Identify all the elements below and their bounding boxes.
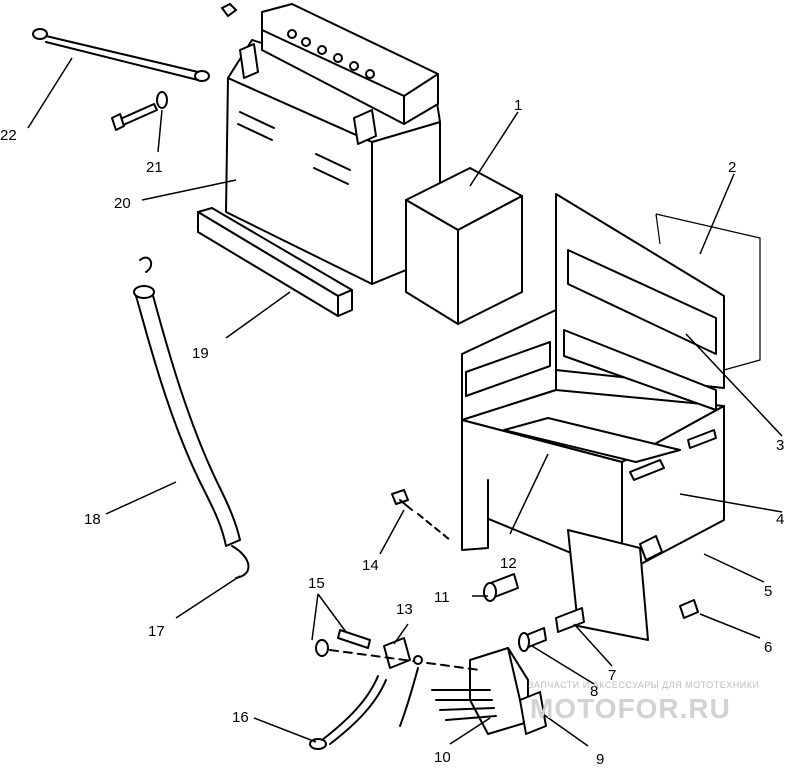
callouts: 1 2 3 4 5 6 7 8 9 10 11 12 13 14 15 16 1… — [0, 97, 784, 768]
callout-16: 16 — [232, 709, 249, 726]
callout-2: 2 — [728, 159, 736, 176]
hardware — [391, 489, 699, 652]
insulator-sheet — [655, 213, 761, 371]
callout-13: 13 — [396, 601, 413, 618]
solenoid-harness — [309, 629, 547, 750]
battery-bolt-washer — [111, 91, 168, 131]
callout-5: 5 — [764, 583, 772, 600]
watermark-tagline: ЗАПЧАСТИ И АКСЕССУАРЫ ДЛЯ МОТОТЕХНИКИ — [528, 680, 759, 690]
battery-box — [461, 193, 725, 641]
callout-22: 22 — [0, 127, 17, 144]
callout-17: 17 — [148, 623, 165, 640]
callout-4: 4 — [776, 511, 784, 528]
callout-15: 15 — [308, 575, 325, 592]
callout-9: 9 — [596, 751, 604, 768]
watermark-brand: MOTOFOR.RU — [530, 693, 731, 724]
callout-3: 3 — [776, 437, 784, 454]
watermark: ЗАПЧАСТИ И АКСЕССУАРЫ ДЛЯ МОТОТЕХНИКИ MO… — [528, 680, 759, 724]
callout-11: 11 — [434, 589, 450, 606]
callout-6: 6 — [764, 639, 772, 656]
battery — [220, 2, 441, 285]
ground-strap — [32, 28, 210, 82]
callout-8: 8 — [590, 683, 598, 700]
callout-12: 12 — [500, 555, 517, 572]
callout-20: 20 — [114, 195, 131, 212]
callout-18: 18 — [84, 511, 101, 528]
callout-7: 7 — [608, 667, 616, 684]
foam-block — [405, 167, 523, 325]
callout-1: 1 — [514, 97, 522, 114]
callout-14: 14 — [362, 557, 379, 574]
callout-19: 19 — [192, 345, 209, 362]
callout-10: 10 — [434, 749, 451, 766]
leader-lines — [27, 57, 783, 747]
battery-cable — [133, 256, 250, 579]
callout-21: 21 — [146, 159, 163, 176]
foam-strip — [197, 207, 353, 317]
